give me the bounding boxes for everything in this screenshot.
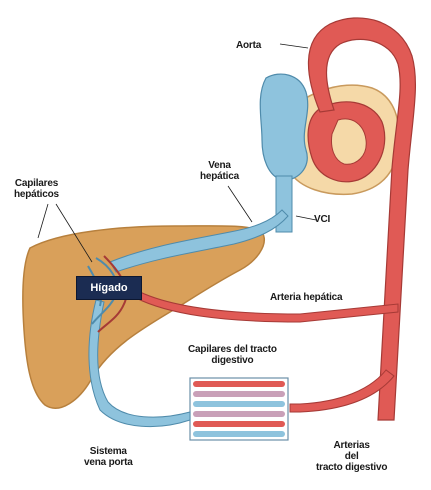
hepatic-capillaries-label-line-1: Capilares	[14, 178, 59, 189]
hepatic-vein-label: Vena hepática	[200, 160, 239, 182]
vci-label: VCI	[314, 214, 330, 225]
heart-right-chambers	[260, 74, 308, 180]
gi-capillaries	[190, 378, 288, 440]
liver-label: Hígado	[76, 276, 142, 300]
portal-system-label-line-2: vena porta	[84, 457, 133, 468]
hepatic-vein-label-line-1: Vena	[200, 160, 239, 171]
gi-arteries-label-line-2: del	[316, 451, 387, 462]
gi-arteries-label: Arterias del tracto digestivo	[316, 440, 387, 473]
portal-system-label-line-1: Sistema	[84, 446, 133, 457]
gi-arteries-label-line-1: Arterias	[316, 440, 387, 451]
gi-capillaries-label-line-1: Capilares del tracto	[188, 344, 277, 355]
aorta-label: Aorta	[236, 40, 261, 51]
gi-capillaries-label-line-2: digestivo	[188, 355, 277, 366]
gi-arteries-label-line-3: tracto digestivo	[316, 462, 387, 473]
hepatic-capillaries-label-line-2: hepáticos	[14, 189, 59, 200]
portal-system-label: Sistema vena porta	[84, 446, 133, 468]
hepatic-vein-label-line-2: hepática	[200, 171, 239, 182]
hepatic-capillaries-label: Capilares hepáticos	[14, 178, 59, 200]
gi-capillaries-label: Capilares del tracto digestivo	[188, 344, 277, 366]
hepatic-artery-label: Arteria hepática	[270, 292, 342, 303]
